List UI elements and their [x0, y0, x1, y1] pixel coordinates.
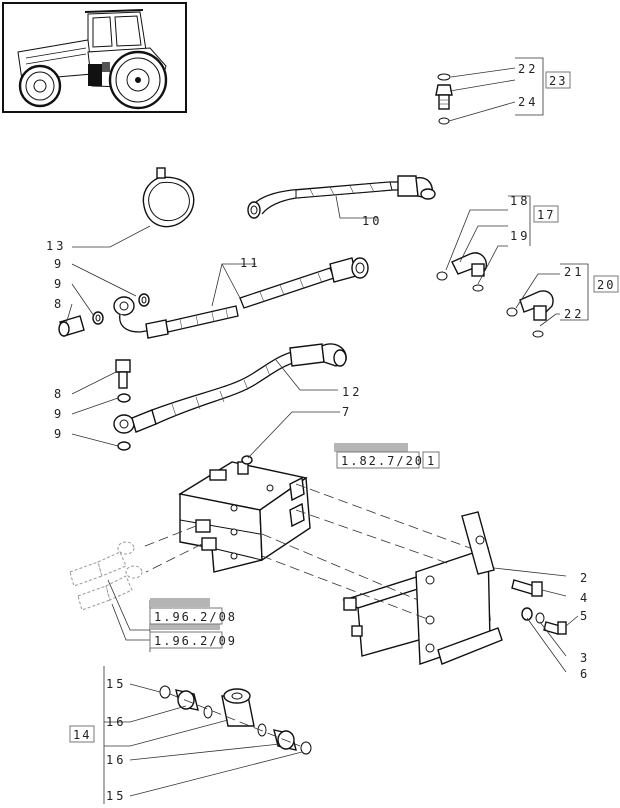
- svg-text:23: 23: [549, 74, 567, 88]
- label-8-a: 8: [54, 297, 64, 311]
- label-7: 7: [342, 405, 352, 419]
- label-2: 2: [580, 571, 590, 585]
- reference-box-b2[interactable]: 1.96.2/09: [149, 631, 237, 649]
- label-1: 1: [427, 454, 436, 468]
- svg-text:20: 20: [597, 278, 615, 292]
- label-10: 10: [362, 214, 382, 228]
- label-9-c: 9: [54, 407, 64, 421]
- label-24: 24: [518, 95, 538, 109]
- label-22-top: 22: [518, 62, 538, 76]
- boxed-label-17: 17: [533, 205, 559, 223]
- reference-box-main[interactable]: 1.82.7/20A 1: [334, 443, 440, 469]
- reference-box-b1[interactable]: 1.96.2/08: [149, 598, 237, 630]
- label-16-b: 16: [106, 753, 126, 767]
- label-3: 3: [580, 651, 590, 665]
- label-13: 13: [46, 239, 66, 253]
- pipe-12: [71, 343, 347, 451]
- label-6: 6: [580, 667, 590, 681]
- valve-block: [178, 411, 340, 573]
- svg-text:14: 14: [73, 728, 91, 742]
- label-8-b: 8: [54, 387, 64, 401]
- label-22-mid: 22: [564, 307, 584, 321]
- pipe-10: [247, 175, 436, 219]
- label-15-a: 15: [106, 677, 126, 691]
- label-21: 21: [564, 265, 584, 279]
- boxed-label-20: 20: [593, 275, 619, 293]
- elbow-20-21-22: [506, 263, 589, 338]
- fitting-22-23-24: [435, 57, 544, 125]
- label-16-a: 16: [106, 715, 126, 729]
- ref-b1-text: 1.96.2/08: [154, 610, 237, 624]
- boxed-label-23: 23: [545, 71, 571, 89]
- label-4: 4: [580, 591, 590, 605]
- label-5: 5: [580, 609, 590, 623]
- svg-text:17: 17: [537, 208, 555, 222]
- boxed-label-14: 14: [69, 725, 95, 743]
- elbow-17-18-19: [436, 195, 531, 292]
- label-9-d: 9: [54, 427, 64, 441]
- label-18: 18: [510, 194, 530, 208]
- pipe-11: [58, 257, 369, 339]
- couplings-ghost: [69, 541, 151, 652]
- label-9-a: 9: [54, 257, 64, 271]
- label-9-b: 9: [54, 277, 64, 291]
- label-15-b: 15: [106, 789, 126, 803]
- label-19: 19: [510, 229, 530, 243]
- ref-main-text: 1.82.7/20A: [341, 454, 433, 468]
- clamp-13: [72, 167, 195, 248]
- mounting-bracket: [139, 483, 503, 665]
- label-11: 11: [240, 256, 260, 270]
- label-12: 12: [342, 385, 362, 399]
- tractor-thumbnail: [2, 2, 187, 113]
- screws-2-6: [493, 567, 579, 673]
- ref-b2-text: 1.96.2/09: [154, 634, 237, 648]
- connector-14-15-16: [103, 666, 312, 804]
